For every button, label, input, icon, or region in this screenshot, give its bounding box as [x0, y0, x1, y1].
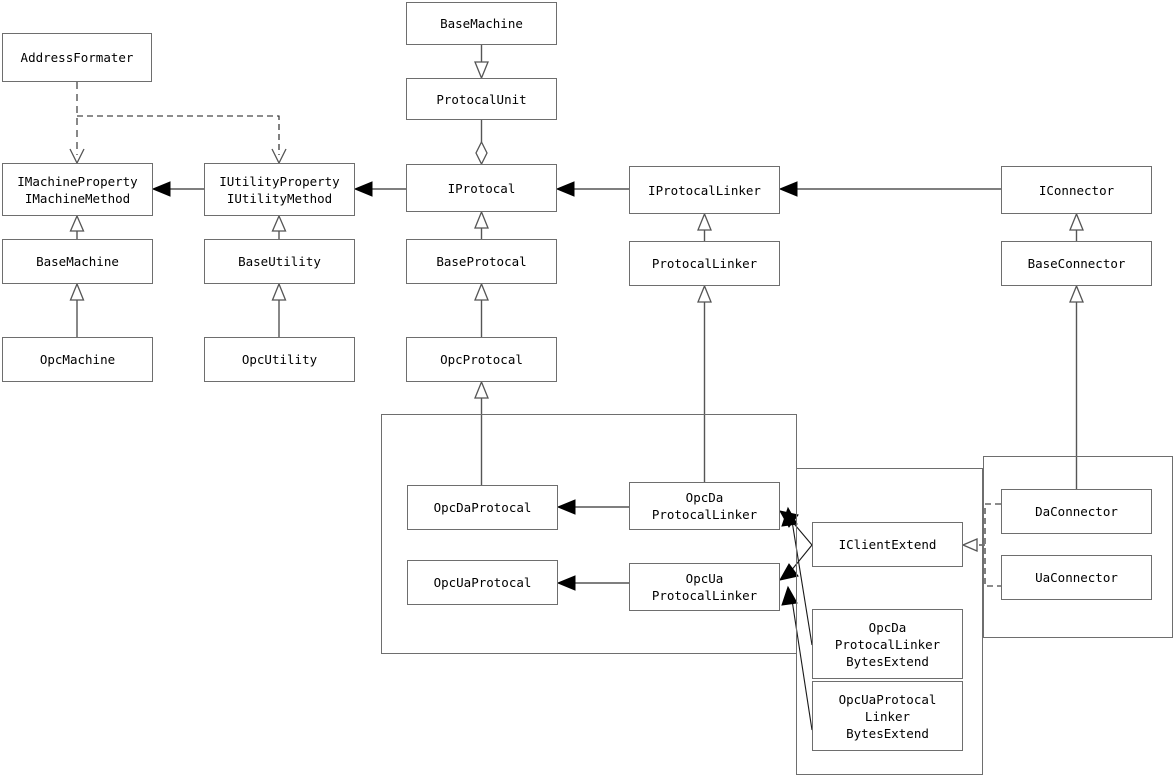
edge-protocallinker-iprotocallinker	[697, 212, 712, 241]
edge-baseprotocal-iprotocal	[474, 210, 489, 239]
class-node-OpcUaProtocalLinker[interactable]: OpcUa ProtocalLinker	[629, 563, 780, 611]
edge-opcdabytesextend-opcdaprotocallinker	[781, 506, 813, 646]
class-node-AddressFormater[interactable]: AddressFormater	[2, 33, 152, 82]
class-node-ProtocalLinker[interactable]: ProtocalLinker	[629, 241, 780, 286]
group-box-connector	[983, 456, 1173, 638]
edge-opcdaprotocallinker-opcdaprotocal	[556, 499, 629, 515]
edge-iconnector-iprotocallinker	[778, 181, 1001, 197]
class-node-IProtocalLinker[interactable]: IProtocalLinker	[629, 166, 780, 214]
class-node-OpcDaProtocalLinker[interactable]: OpcDa ProtocalLinker	[629, 482, 780, 530]
edge-basemachine-protocalunit	[474, 45, 489, 80]
class-node-ProtocalUnit[interactable]: ProtocalUnit	[406, 78, 557, 120]
class-node-OpcUaProtocalLinkerBytesExtend[interactable]: OpcUaProtocal Linker BytesExtend	[812, 681, 963, 751]
edge-connectorgroup-baseconnector	[1069, 284, 1084, 489]
class-node-OpcMachine[interactable]: OpcMachine	[2, 337, 153, 382]
class-node-BaseMachine[interactable]: BaseMachine	[2, 239, 153, 284]
class-node-UaConnector[interactable]: UaConnector	[1001, 555, 1152, 600]
edge-iutilityproperty-imachineproperty	[151, 181, 204, 197]
edge-opcuaprotocallinker-opcuaprotocal	[556, 575, 629, 591]
edge-basemachine-imachineproperty	[69, 214, 85, 239]
group-box-extend	[796, 468, 983, 775]
class-node-BaseProtocal[interactable]: BaseProtocal	[406, 239, 557, 284]
edge-iprotocallinker-iprotocal	[555, 181, 629, 197]
class-node-IUtilityProperty[interactable]: IUtilityProperty IUtilityMethod	[204, 163, 355, 216]
class-node-OpcUaProtocal[interactable]: OpcUaProtocal	[407, 560, 558, 605]
edge-iclientextend-opcuaprotocallinker	[779, 544, 813, 581]
edge-iprotocal-iutilityproperty	[353, 181, 406, 197]
edge-addressformater-iutilityproperty	[77, 115, 287, 165]
class-node-OpcUtility[interactable]: OpcUtility	[204, 337, 355, 382]
edge-opcuabytesextend-opcuaprotocallinker	[781, 585, 813, 731]
class-node-IClientExtend[interactable]: IClientExtend	[812, 522, 963, 567]
edge-baseconnector-iconnector	[1069, 212, 1084, 241]
class-node-BaseConnector[interactable]: BaseConnector	[1001, 241, 1152, 286]
edge-opcprotocal-baseprotocal	[474, 282, 489, 337]
class-node-IMachineProperty[interactable]: IMachineProperty IMachineMethod	[2, 163, 153, 216]
edge-opcmachine-basemachine	[69, 282, 85, 337]
class-node-OpcDaProtocalLinkerBytesExtend[interactable]: OpcDa ProtocalLinker BytesExtend	[812, 609, 963, 679]
edge-opcutility-baseutility	[271, 282, 287, 337]
edge-protocalunit-iprotocal	[475, 120, 488, 166]
edge-opcdaprotocal-opcprotocal	[474, 380, 489, 485]
class-node-DaConnector[interactable]: DaConnector	[1001, 489, 1152, 534]
class-node-BaseUtility[interactable]: BaseUtility	[204, 239, 355, 284]
class-node-OpcProtocal[interactable]: OpcProtocal	[406, 337, 557, 382]
class-node-OpcDaProtocal[interactable]: OpcDaProtocal	[407, 485, 558, 530]
edge-baseutility-iutilityproperty	[271, 214, 287, 239]
class-node-IProtocal[interactable]: IProtocal	[406, 164, 557, 212]
class-node-IConnector[interactable]: IConnector	[1001, 166, 1152, 214]
edge-addressformater-imachineproperty	[69, 82, 85, 165]
class-node-BaseMachineTop[interactable]: BaseMachine	[406, 2, 557, 45]
group-box-protocal	[381, 414, 797, 654]
edge-opcdaprotocallinker-protocallinker	[697, 284, 712, 482]
